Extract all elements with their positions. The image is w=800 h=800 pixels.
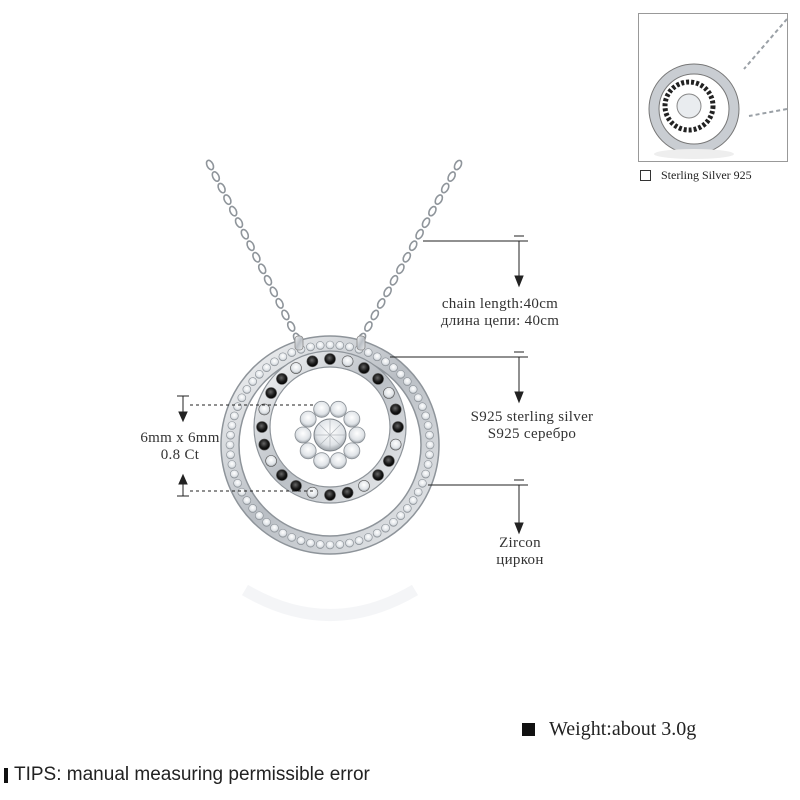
necklace-chain [205, 159, 463, 344]
center-stone-label: 6mm x 6mm 0.8 Ct [130, 430, 230, 464]
tips-text: TIPS: manual measuring permissible error [14, 764, 370, 785]
thumbnail-caption-text: Sterling Silver 925 [661, 168, 752, 182]
annotation-lines [177, 235, 528, 535]
center-stone-cluster [294, 400, 366, 470]
center-size: 6mm x 6mm [140, 430, 220, 446]
material-ru: S925 серебро [487, 426, 577, 442]
chain-length-label: chain length:40cm длина цепи: 40cm [415, 296, 585, 330]
stone-en: Zircon [499, 535, 541, 551]
thumbnail-caption: Sterling Silver 925 [640, 168, 752, 183]
weight-info: Weight:about 3.0g [522, 718, 696, 741]
tips-info: TIPS: manual measuring permissible error [4, 764, 370, 786]
thumbnail-image [648, 18, 787, 159]
square-bullet-icon [522, 723, 535, 736]
center-carat: 0.8 Ct [160, 447, 200, 463]
stone-label: Zircon циркон [470, 535, 570, 569]
chain-length-en: chain length:40cm [441, 296, 559, 312]
black-stones [256, 353, 404, 501]
material-en: S925 sterling silver [470, 409, 594, 425]
bar-bullet-icon [4, 767, 8, 783]
stone-ru: циркон [496, 552, 544, 568]
checkbox-icon[interactable] [640, 170, 651, 181]
thumbnail-frame[interactable] [638, 13, 788, 162]
pendant [220, 335, 440, 621]
outer-zircon-stones [225, 340, 435, 550]
weight-text: Weight:about 3.0g [549, 718, 697, 740]
chain-length-ru: длина цепи: 40cm [440, 313, 560, 329]
material-label: S925 sterling silver S925 серебро [437, 409, 627, 443]
